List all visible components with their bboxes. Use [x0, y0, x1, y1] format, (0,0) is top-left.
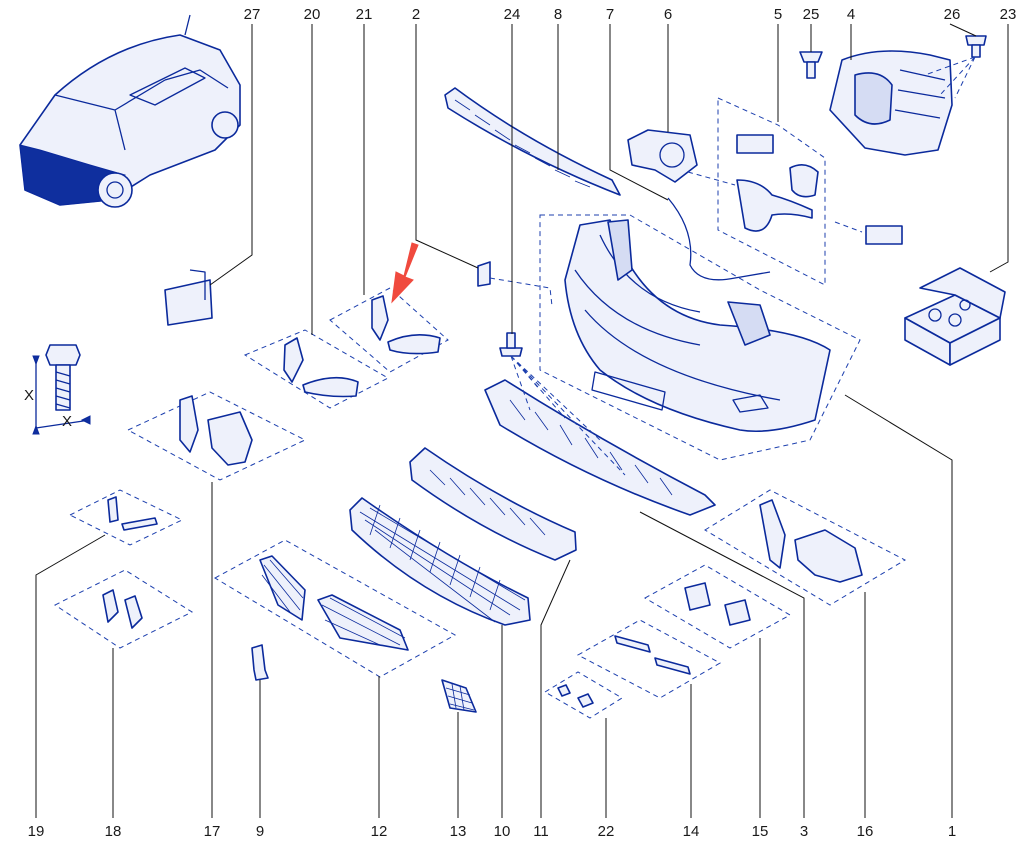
part-19-clips: [107, 496, 158, 531]
part-14-strips: [614, 635, 691, 675]
callout-25: 25: [803, 6, 820, 23]
callout-21: 21: [356, 6, 373, 23]
callout-8: 8: [554, 6, 562, 23]
part-24-screw: [499, 332, 523, 357]
callout-5: 5: [774, 6, 782, 23]
part-24-guide: [510, 355, 626, 476]
part-16-brackets: [759, 499, 863, 583]
callout-14: 14: [683, 823, 700, 840]
callout-9: 9: [256, 823, 264, 840]
callout-6: 6: [664, 6, 672, 23]
callout-26: 26: [944, 6, 961, 23]
callout-12: 12: [371, 823, 388, 840]
group-outline-19: [68, 489, 184, 546]
part-9-clip: [251, 644, 269, 681]
part-11-lower-grille-frame: [409, 447, 577, 561]
group-outline-15: [643, 564, 792, 649]
part-10-mesh-grille: [349, 497, 531, 626]
part-15-connectors: [684, 582, 751, 626]
part-12-side-grilles: [259, 555, 409, 651]
callout-24: 24: [504, 6, 521, 23]
part-17-brackets: [179, 395, 253, 466]
callout-16: 16: [857, 823, 874, 840]
highlight-arrow: [391, 242, 419, 304]
part-8-upper-grille-beam: [444, 87, 621, 196]
part-2-guide: [489, 277, 553, 307]
part-27-bracket: [164, 269, 213, 326]
part-21-fog-light-trim: [371, 295, 441, 355]
callout-27: 27: [244, 6, 261, 23]
group-outline-16: [704, 489, 907, 606]
group-outline-1: [539, 214, 861, 461]
part-18-clips: [102, 589, 143, 629]
dimension-x-label: X: [62, 413, 72, 430]
group-outline-5: [717, 97, 826, 286]
part-4-headlamp: [829, 50, 953, 156]
part-2-clip: [477, 261, 491, 287]
group-outline-12: [213, 539, 457, 678]
part-13-grille-insert: [441, 679, 477, 713]
callout-20: 20: [304, 6, 321, 23]
part-26-screws: [965, 35, 987, 58]
part-23-repair-kit: [904, 267, 1006, 366]
group-outline-17: [126, 391, 307, 481]
callout-18: 18: [105, 823, 122, 840]
part-1-front-bumper: [564, 219, 831, 433]
group-outline-14: [576, 619, 722, 699]
callout-numbers: 27 20 21 2 24 8 7 6 5 25 4 26 23 19 18 1…: [28, 6, 1017, 840]
part-5-guide: [687, 171, 863, 233]
group-outline-20: [243, 329, 390, 409]
dimension-x-label: X: [24, 387, 34, 404]
part-3-lower-absorber: [484, 379, 716, 516]
callout-10: 10: [494, 823, 511, 840]
leader-lines: [35, 23, 1009, 818]
part-22-clips: [557, 684, 594, 708]
callout-4: 4: [847, 6, 855, 23]
vehicle-thumbnail: [19, 14, 241, 208]
group-outline-21: [329, 287, 449, 373]
group-outline-18: [54, 569, 194, 649]
group-outline-22: [544, 671, 623, 719]
callout-1: 1: [948, 823, 956, 840]
callout-19: 19: [28, 823, 45, 840]
callout-11: 11: [533, 823, 549, 840]
callout-23: 23: [1000, 6, 1017, 23]
callout-3: 3: [800, 823, 808, 840]
part-26-guide: [924, 56, 976, 99]
part-20-fog-light-trim: [283, 337, 359, 398]
callout-22: 22: [598, 823, 615, 840]
callout-17: 17: [204, 823, 221, 840]
callout-7: 7: [606, 6, 614, 23]
callout-2: 2: [412, 6, 420, 23]
callout-15: 15: [752, 823, 769, 840]
part-5-gasket-set: [736, 134, 903, 245]
callout-13: 13: [450, 823, 467, 840]
bolt-dimension-legend: X X: [24, 344, 91, 435]
part-7-seal-strip: [667, 197, 771, 281]
part-25-bolt: [799, 51, 823, 79]
part-6-headlamp-bracket: [627, 129, 698, 183]
